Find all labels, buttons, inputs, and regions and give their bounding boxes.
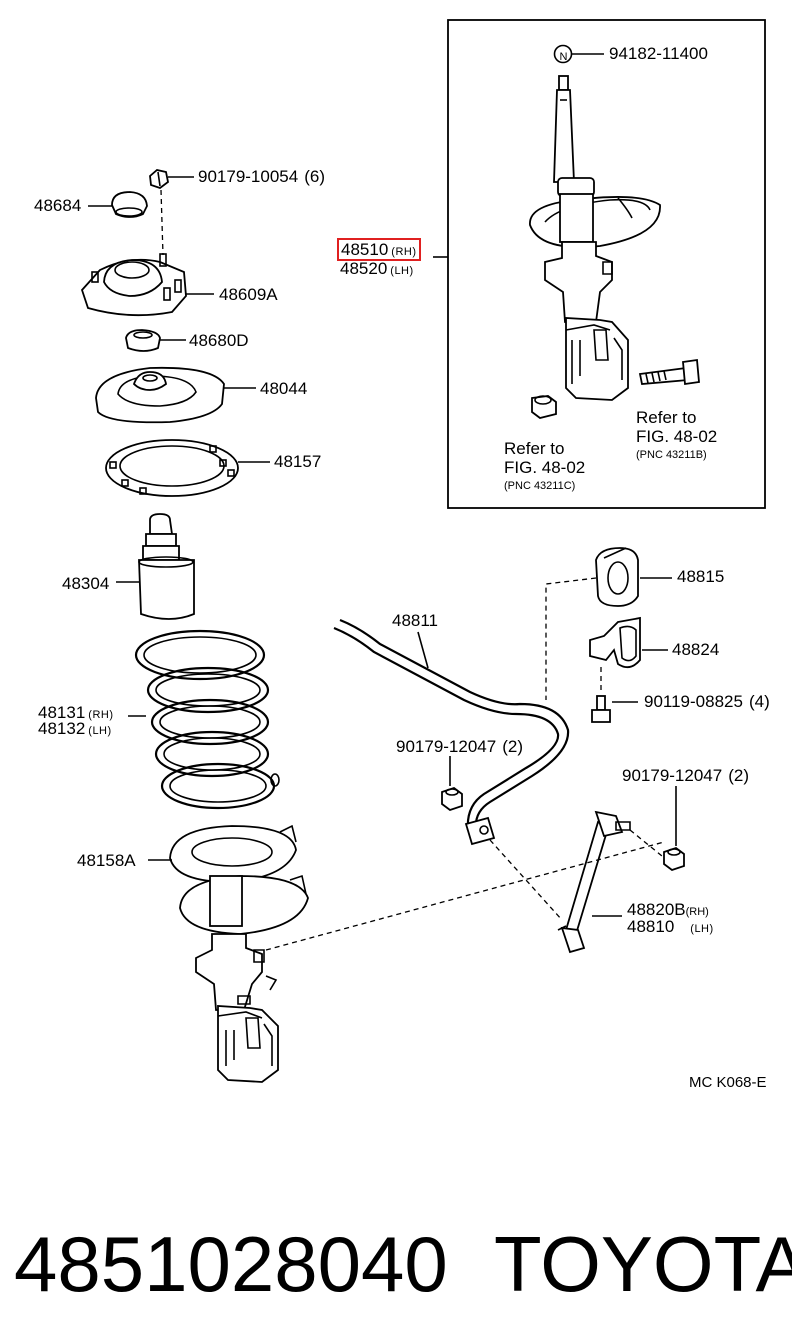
part-number: 48131 (38, 703, 86, 722)
quantity: (4) (748, 692, 770, 711)
bolt-90119-drawing (591, 695, 611, 723)
dash-bar-to-link (489, 839, 563, 921)
label-48820B: 48820B(RH) (627, 901, 709, 921)
part-number: 90179-10054 (198, 167, 299, 186)
refer-pnc: (PNC 43211B) (636, 449, 707, 461)
label-48680D: 48680D (189, 331, 249, 350)
dash-strut-to-link (265, 841, 665, 951)
label-90179-10054: 90179-10054 (6) (198, 168, 325, 186)
label-48157: 48157 (274, 452, 322, 471)
nut-90179-12047-right-drawing (663, 846, 685, 872)
spring-seat-48158A-drawing (169, 824, 297, 883)
cap-48684-drawing (111, 191, 148, 218)
side-suffix: (LH) (88, 725, 112, 737)
label-90179-12047-left: 90179-12047 (2) (396, 738, 523, 756)
quantity: (2) (502, 737, 523, 756)
nut-symbol-letter: N (559, 51, 568, 63)
part-number-caption: 4851028040 (14, 1220, 448, 1308)
dash-link-to-nut (629, 829, 663, 857)
highlight-box: 48510(RH) (337, 238, 421, 261)
stabilizer-bar-48811-drawing (333, 618, 570, 846)
strut-assembly-inset (529, 75, 661, 401)
label-48510-highlighted: 48510(RH) (337, 238, 421, 261)
strut-assembly-inset-frame (447, 19, 766, 509)
side-suffix: (RH) (88, 709, 114, 721)
label-48131: 48131(RH) (38, 704, 114, 724)
coil-spring-drawing (134, 629, 280, 810)
part-number: 90179-12047 (622, 766, 723, 785)
leader-48811 (417, 631, 429, 669)
quantity: (6) (304, 167, 325, 186)
nut-symbol-circle (553, 44, 573, 64)
side-suffix: (RH) (685, 906, 709, 918)
label-48609A: 48609A (219, 285, 278, 304)
refer-line: Refer to (636, 408, 697, 427)
bump-stopper-48304-drawing (138, 513, 195, 620)
dash-bolt-mount (160, 189, 164, 256)
label-48044: 48044 (260, 379, 308, 398)
label-90179-12047-right: 90179-12047 (2) (622, 767, 749, 785)
refer-pnc: (PNC 43211C) (504, 480, 576, 492)
label-48304: 48304 (62, 574, 110, 593)
part-number: 48132 (38, 719, 86, 738)
stabilizer-link-drawing (557, 810, 631, 954)
nut-inset (531, 395, 557, 419)
support-48609A-drawing (80, 253, 187, 317)
refer-line: Refer to (504, 439, 565, 458)
part-number: 90119-08825 (644, 692, 743, 711)
part-number: 48820B (627, 900, 686, 919)
refer-figure: FIG. 48-02 (504, 458, 586, 477)
part-number: 48510 (341, 240, 389, 259)
bolt-inset (638, 358, 700, 386)
bracket-48824-drawing (589, 616, 641, 669)
bolt-90179-10054-drawing (149, 169, 169, 190)
strut-body-drawing (179, 874, 309, 1083)
label-94182-11400: 94182-11400 (609, 44, 708, 63)
bearing-48044-drawing (95, 366, 225, 424)
label-48520: 48520(LH) (340, 260, 414, 280)
figure-code: MC K068-E (689, 1074, 767, 1091)
label-48824: 48824 (672, 640, 720, 659)
brand-caption: TOYOTA (494, 1220, 792, 1308)
label-48132: 48132(LH) (38, 720, 112, 740)
bushing-48680D-drawing (125, 329, 161, 352)
label-48811: 48811 (392, 611, 439, 630)
label-48684: 48684 (34, 196, 82, 215)
part-number: 90179-12047 (396, 737, 497, 756)
dash-bushing-bar (545, 577, 597, 700)
label-48158A: 48158A (77, 851, 136, 870)
side-suffix: (LH) (390, 265, 414, 277)
refer-note-pnc-43211B: Refer to FIG. 48-02 (PNC 43211B) (636, 408, 717, 465)
part-number: 48520 (340, 259, 388, 278)
label-48810: 48810 (LH) (627, 918, 714, 938)
insulator-48157-drawing (105, 439, 239, 497)
bushing-48815-drawing (595, 547, 639, 607)
quantity: (2) (728, 766, 749, 785)
label-90119-08825: 90119-08825 (4) (644, 693, 770, 711)
nut-90179-12047-left-drawing (441, 786, 463, 812)
label-48815: 48815 (677, 567, 725, 586)
refer-note-pnc-43211C: Refer to FIG. 48-02 (PNC 43211C) (504, 439, 585, 496)
part-number: 48810 (627, 917, 675, 936)
side-suffix: (RH) (391, 246, 417, 258)
side-suffix: (LH) (690, 923, 714, 935)
refer-figure: FIG. 48-02 (636, 427, 718, 446)
